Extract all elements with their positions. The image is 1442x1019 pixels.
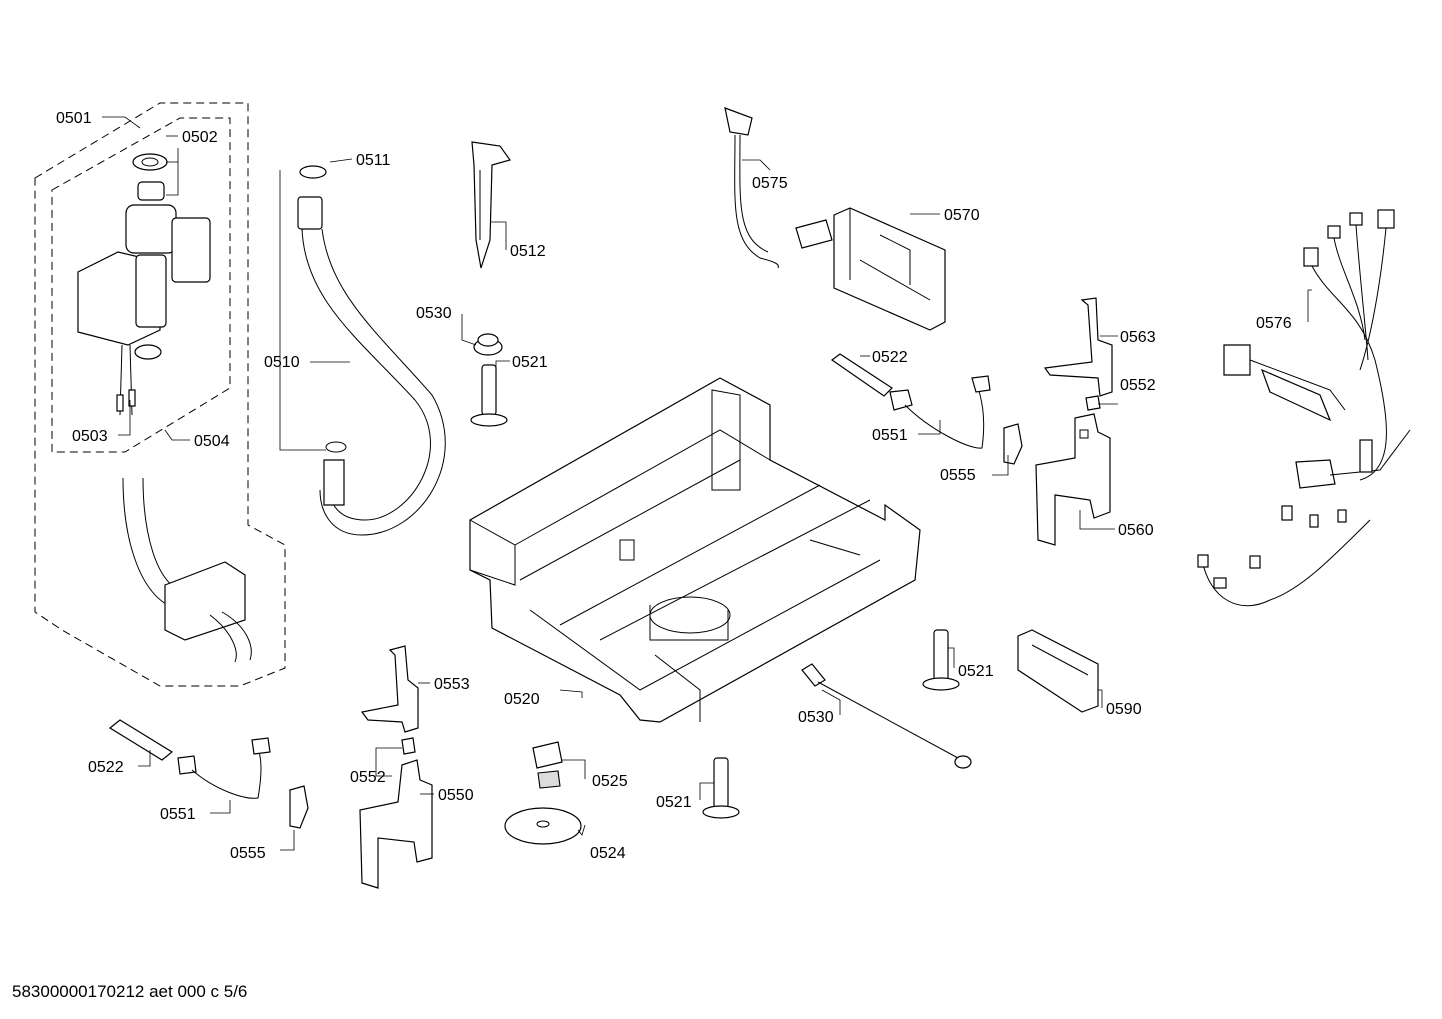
drawing-code: 58300000170212 aet 000 c 5/6 [12,982,248,1001]
label-0560: 0560 [1118,522,1154,539]
rod-0530-bottom [801,663,972,769]
label-0512: 0512 [510,243,546,260]
label-0550: 0550 [438,787,474,804]
label-0555-top: 0555 [940,467,976,484]
label-0504: 0504 [194,433,230,450]
cap-0530-top [473,333,503,356]
assembly-0501-outline [34,102,286,687]
label-0570: 0570 [944,207,980,224]
inlet-valve-part [77,153,211,416]
power-cable-part [724,107,833,269]
clip-0552-mid [401,737,416,755]
label-0551-bottom: 0551 [160,806,196,823]
base-frame-part [469,377,921,723]
label-0510: 0510 [264,354,300,371]
label-0501: 0501 [56,110,92,127]
clip-0552-top [1085,395,1101,411]
label-0530-top: 0530 [416,305,452,322]
hinge-0550 [359,759,433,889]
sensor-0551-bottom [177,737,271,799]
panel-0590 [1017,629,1099,713]
label-0555-bottom: 0555 [230,845,266,862]
label-0522-bottom: 0522 [88,759,124,776]
adjustable-foot-0521-bottom [702,757,740,819]
bracket-0563 [1043,297,1113,397]
adjustable-foot-0521-right [922,629,960,691]
clip-0555-bottom [289,785,309,829]
clip-0555-top [1003,423,1023,465]
label-0521-bottom: 0521 [656,794,692,811]
fixing-rail-part [471,141,511,269]
label-0502: 0502 [182,129,218,146]
label-0551-top: 0551 [872,427,908,444]
adjustable-foot-0521-top [470,364,508,427]
cable-harness-part [1197,209,1411,607]
bracket-0553 [360,645,419,733]
label-0520: 0520 [504,691,540,708]
spring-0522-bottom [108,719,174,761]
label-0552-top: 0552 [1120,377,1156,394]
label-0553: 0553 [434,676,470,693]
part-labels: 0501 0502 0503 0504 0510 0511 0512 0530 … [56,110,1292,862]
aquastop-hose-part [122,477,252,663]
label-0521-right: 0521 [958,663,994,680]
hinge-0560 [1035,413,1111,546]
label-0503: 0503 [72,428,108,445]
control-module-part [833,207,946,331]
label-0525: 0525 [592,773,628,790]
spring-0522-top [830,353,893,397]
label-0563: 0563 [1120,329,1156,346]
label-0522-top: 0522 [872,349,908,366]
leader-lines [102,116,1312,851]
label-0576: 0576 [1256,315,1292,332]
label-0511: 0511 [356,152,391,169]
label-0521-top: 0521 [512,354,548,371]
sensor-0551-top [889,375,991,449]
part-0525 [532,741,563,789]
label-0524: 0524 [590,845,626,862]
drain-hose-part [297,165,446,536]
label-0575: 0575 [752,175,788,192]
label-0590: 0590 [1106,701,1142,718]
label-0530-bottom: 0530 [798,709,834,726]
disc-0524 [504,807,582,845]
label-0552-mid: 0552 [350,769,386,786]
